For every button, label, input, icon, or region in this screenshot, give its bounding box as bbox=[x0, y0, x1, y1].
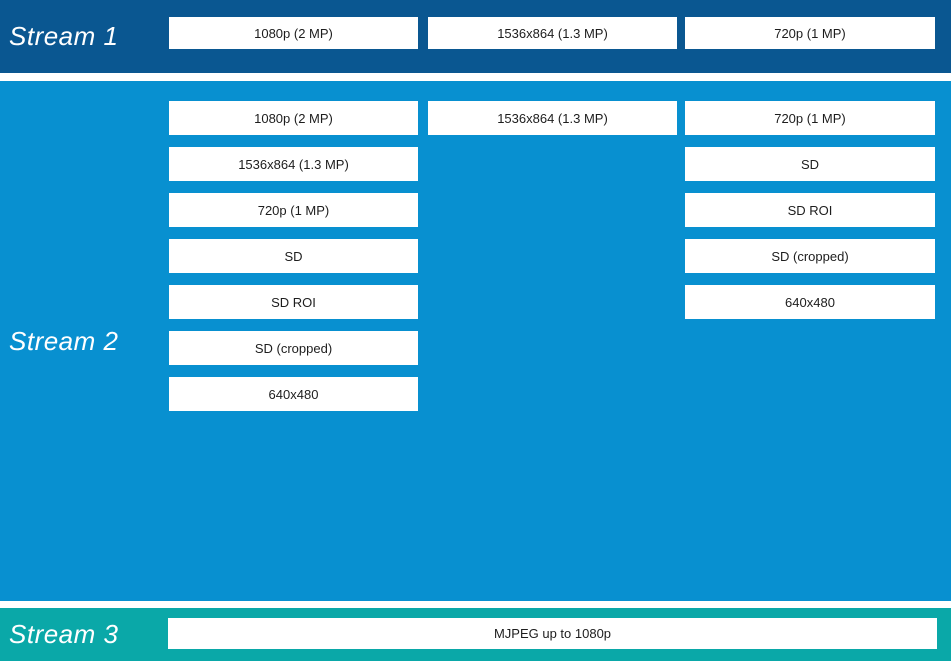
resolution-box: 1536x864 (1.3 MP) bbox=[428, 17, 677, 49]
resolution-box: 720p (1 MP) bbox=[169, 193, 418, 227]
resolution-box: 640x480 bbox=[169, 377, 418, 411]
resolution-box: SD (cropped) bbox=[685, 239, 935, 273]
resolution-box: SD bbox=[685, 147, 935, 181]
resolution-box: SD ROI bbox=[169, 285, 418, 319]
resolution-box: 640x480 bbox=[685, 285, 935, 319]
resolution-box: MJPEG up to 1080p bbox=[168, 618, 937, 649]
stream1-label: Stream 1 bbox=[9, 21, 119, 51]
stream2-label: Stream 2 bbox=[9, 325, 119, 356]
stream1-band: Stream 1 1080p (2 MP) 1536x864 (1.3 MP) … bbox=[0, 0, 951, 73]
resolution-box: 1080p (2 MP) bbox=[169, 17, 418, 49]
resolution-box: 1536x864 (1.3 MP) bbox=[428, 101, 677, 135]
resolution-box: 1080p (2 MP) bbox=[169, 101, 418, 135]
stream3-label: Stream 3 bbox=[9, 619, 119, 649]
resolution-box: 720p (1 MP) bbox=[685, 101, 935, 135]
resolution-box: SD bbox=[169, 239, 418, 273]
stream3-band: Stream 3 MJPEG up to 1080p bbox=[0, 608, 951, 661]
resolution-box: SD ROI bbox=[685, 193, 935, 227]
resolution-box: 1536x864 (1.3 MP) bbox=[169, 147, 418, 181]
resolution-box: 720p (1 MP) bbox=[685, 17, 935, 49]
stream2-band: Stream 2 1080p (2 MP) 1536x864 (1.3 MP) … bbox=[0, 81, 951, 601]
resolution-box: SD (cropped) bbox=[169, 331, 418, 365]
